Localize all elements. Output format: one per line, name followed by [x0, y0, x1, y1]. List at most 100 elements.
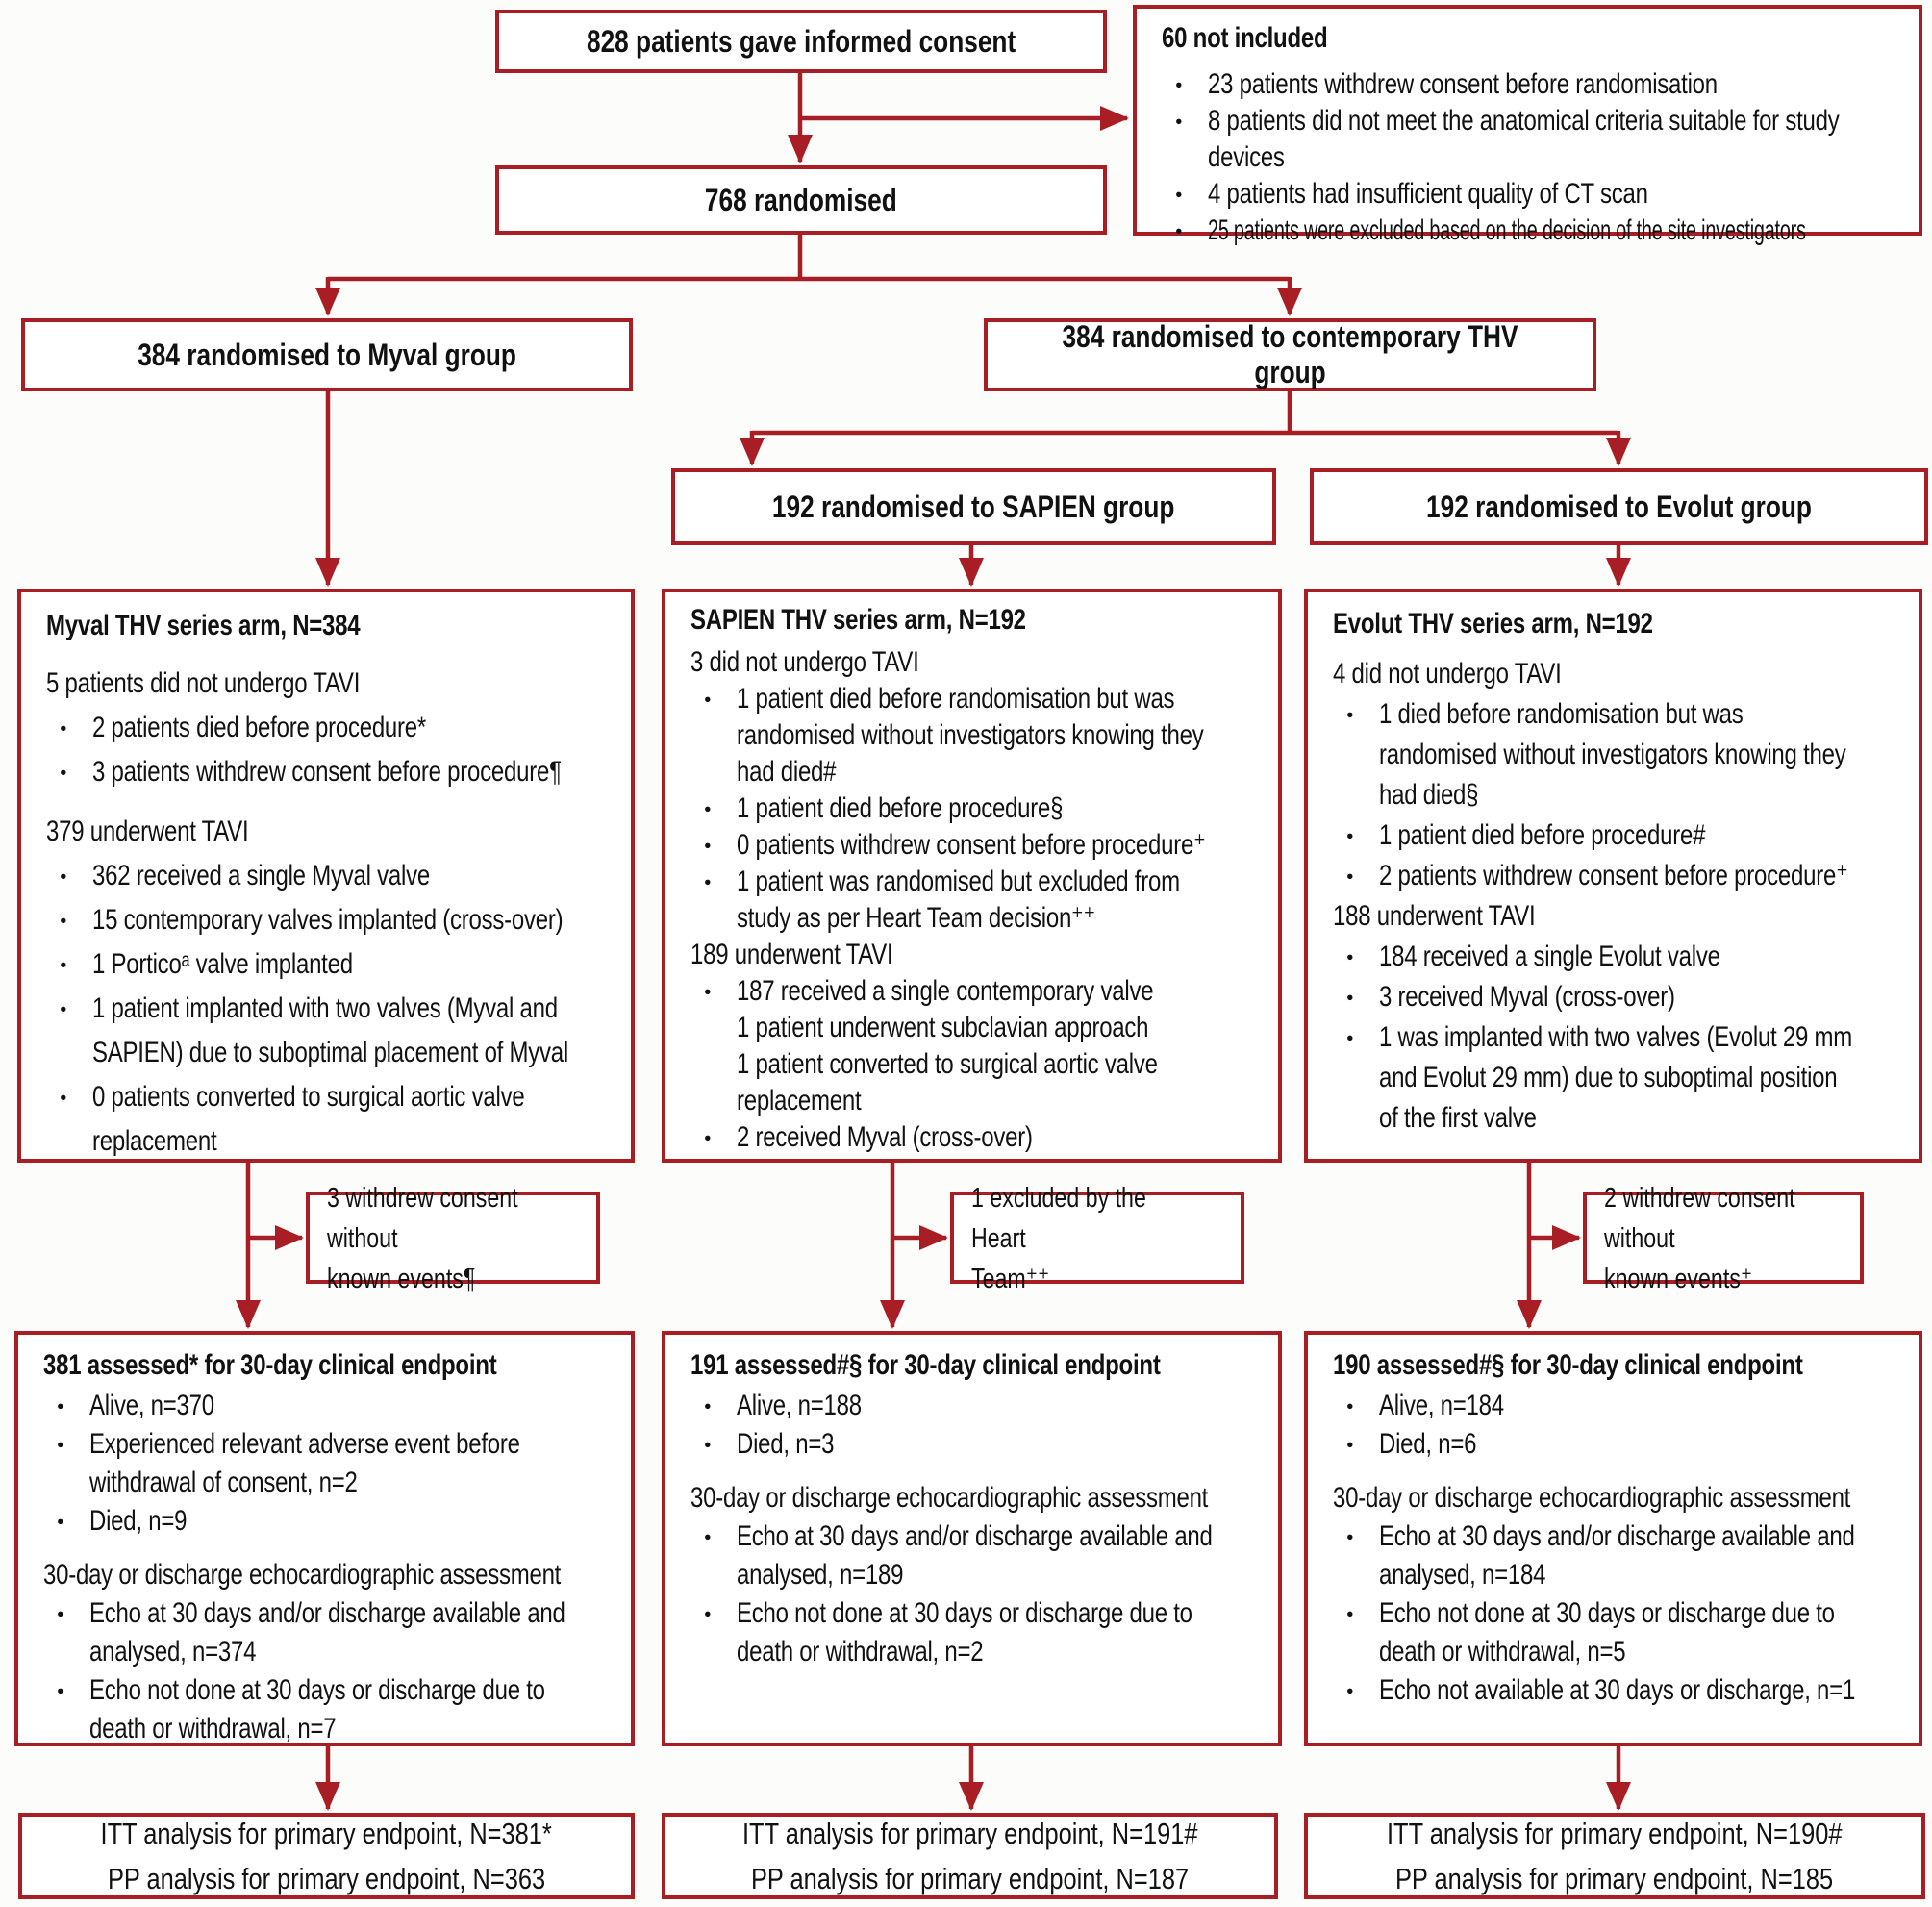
contemporary-group-label: 384 randomised to contemporary THV group: [1062, 319, 1518, 389]
list-item: 188 underwent TAVI: [1333, 900, 1536, 932]
list-item: 1 patient converted to surgical aortic v…: [737, 1048, 1158, 1117]
list-item: 0 patients withdrew consent before proce…: [690, 827, 1259, 864]
list-item: Alive, n=188: [690, 1387, 1259, 1425]
list-item: 25 patients were excluded based on the d…: [1162, 213, 1899, 249]
sapien-side-note: 1 excluded by the Heart Team⁺⁺: [971, 1183, 1146, 1294]
list-item: 189 underwent TAVI: [690, 939, 893, 970]
not-included-title: 60 not included: [1162, 22, 1328, 54]
list-item: 0 patients converted to surgical aortic …: [46, 1075, 612, 1164]
evolut-side-note-box: 2 withdrew consent without known events⁺: [1583, 1183, 1864, 1294]
randomised-box: 768 randomised: [495, 165, 1107, 235]
list-item: 379 underwent TAVI: [46, 815, 249, 847]
list-item: Died, n=9: [43, 1502, 612, 1541]
list-item: 1 died before randomisation but was rand…: [1333, 694, 1899, 815]
list-item: 1 was implanted with two valves (Evolut …: [1333, 1017, 1899, 1139]
list-item: Died, n=6: [1333, 1425, 1899, 1464]
myval-group-label: 384 randomised to Myval group: [138, 337, 516, 372]
list-item: 5 patients did not undergo TAVI: [46, 667, 361, 699]
sapien-group-label: 192 randomised to SAPIEN group: [772, 489, 1175, 524]
list-item: 3 did not undergo TAVI: [690, 646, 919, 678]
list-item: 30-day or discharge echocardiographic as…: [1333, 1482, 1851, 1514]
sapien-arm-box: SAPIEN THV series arm, N=192 3 did not u…: [662, 589, 1282, 1163]
list-item: 184 received a single Evolut valve: [1333, 937, 1899, 977]
list-item: 2 patients died before procedure*: [46, 706, 612, 750]
not-included-box: 60 not included 23 patients withdrew con…: [1133, 5, 1922, 249]
myval-side-note-box: 3 withdrew consent without known events¶: [306, 1183, 600, 1294]
list-item: 362 received a single Myval valve: [46, 854, 612, 898]
list-item: 3 patients withdrew consent before proce…: [46, 750, 612, 794]
myval-arm-lines: 5 patients did not undergo TAVI 2 patien…: [46, 662, 612, 1164]
analysis-line: PP analysis for primary endpoint, N=187: [750, 1862, 1190, 1895]
sapien-analysis-box: ITT analysis for primary endpoint, N=191…: [662, 1813, 1278, 1899]
list-item: Echo at 30 days and/or discharge availab…: [690, 1518, 1259, 1594]
list-item: 1 patient was randomised but excluded fr…: [690, 864, 1259, 937]
evolut-assessed-title: 190 assessed#§ for 30-day clinical endpo…: [1333, 1349, 1803, 1381]
list-item: 1 patient died before procedure§: [690, 790, 1259, 827]
evolut-arm-box: Evolut THV series arm, N=192 4 did not u…: [1304, 589, 1922, 1163]
list-item: 30-day or discharge echocardiographic as…: [690, 1482, 1209, 1514]
list-item: 1 patient underwent subclavian approach: [737, 1012, 1149, 1043]
list-item: Alive, n=184: [1333, 1387, 1899, 1425]
analysis-line: PP analysis for primary endpoint, N=363: [107, 1862, 546, 1895]
evolut-assessed-box: 190 assessed#§ for 30-day clinical endpo…: [1304, 1331, 1922, 1746]
list-item: Echo not done at 30 days or discharge du…: [1333, 1594, 1899, 1671]
myval-arm-box: Myval THV series arm, N=384 5 patients d…: [17, 589, 635, 1163]
list-item: 2 received Myval (cross-over): [690, 1119, 1259, 1156]
myval-group-box: 384 randomised to Myval group: [21, 318, 633, 391]
list-item: 1 patient implanted with two valves (Myv…: [46, 987, 612, 1075]
sapien-assessed-lines: Alive, n=188 Died, n=3 30-day or dischar…: [690, 1387, 1259, 1671]
evolut-arm-title: Evolut THV series arm, N=192: [1333, 608, 1653, 640]
list-item: Alive, n=370: [43, 1387, 612, 1425]
list-item: 3 received Myval (cross-over): [1333, 977, 1899, 1017]
sapien-side-note-box: 1 excluded by the Heart Team⁺⁺: [950, 1183, 1244, 1294]
list-item: 1 patient died before randomisation but …: [690, 681, 1259, 790]
list-item: 15 contemporary valves implanted (cross-…: [46, 898, 612, 942]
list-item: Experienced relevant adverse event befor…: [43, 1425, 612, 1502]
list-item: 8 patients did not meet the anatomical c…: [1162, 103, 1899, 176]
myval-assessed-box: 381 assessed* for 30-day clinical endpoi…: [14, 1331, 635, 1746]
list-item: Echo not done at 30 days or discharge du…: [43, 1671, 612, 1748]
list-item: 30-day or discharge echocardiographic as…: [43, 1559, 562, 1591]
sapien-group-box: 192 randomised to SAPIEN group: [671, 468, 1276, 545]
list-item: 1 patient died before procedure#: [1333, 815, 1899, 856]
sapien-analysis-lines: ITT analysis for primary endpoint, N=191…: [692, 1811, 1248, 1901]
list-item: Echo at 30 days and/or discharge availab…: [1333, 1518, 1899, 1594]
sapien-arm-title: SAPIEN THV series arm, N=192: [690, 604, 1026, 636]
list-item: 23 patients withdrew consent before rand…: [1162, 66, 1899, 103]
list-item: 4 patients had insufficient quality of C…: [1162, 176, 1899, 213]
myval-arm-title: Myval THV series arm, N=384: [46, 610, 361, 641]
analysis-line: ITT analysis for primary endpoint, N=191…: [741, 1817, 1198, 1850]
evolut-group-box: 192 randomised to Evolut group: [1310, 468, 1928, 545]
evolut-analysis-box: ITT analysis for primary endpoint, N=190…: [1304, 1813, 1925, 1899]
not-included-list: 23 patients withdrew consent before rand…: [1162, 66, 1899, 249]
evolut-group-label: 192 randomised to Evolut group: [1426, 489, 1812, 524]
list-item: Echo not done at 30 days or discharge du…: [690, 1594, 1259, 1671]
list-item: Died, n=3: [690, 1425, 1259, 1464]
evolut-arm-lines: 4 did not undergo TAVI 1 died before ran…: [1333, 654, 1899, 1139]
contemporary-group-box: 384 randomised to contemporary THV group: [984, 318, 1596, 391]
myval-analysis-lines: ITT analysis for primary endpoint, N=381…: [51, 1811, 601, 1901]
analysis-line: ITT analysis for primary endpoint, N=381…: [100, 1817, 553, 1850]
evolut-assessed-lines: Alive, n=184 Died, n=6 30-day or dischar…: [1333, 1387, 1899, 1710]
list-item: 187 received a single contemporary valve: [690, 973, 1259, 1010]
list-item: 4 did not undergo TAVI: [1333, 658, 1562, 690]
evolut-analysis-lines: ITT analysis for primary endpoint, N=190…: [1337, 1811, 1893, 1901]
list-item: 2 patients withdrew consent before proce…: [1333, 856, 1899, 896]
consent-label: 828 patients gave informed consent: [586, 23, 1016, 59]
myval-side-note: 3 withdrew consent without known events¶: [327, 1183, 518, 1294]
myval-assessed-title: 381 assessed* for 30-day clinical endpoi…: [43, 1349, 497, 1381]
randomised-label: 768 randomised: [705, 182, 897, 217]
evolut-side-note: 2 withdrew consent without known events⁺: [1604, 1183, 1795, 1294]
myval-analysis-box: ITT analysis for primary endpoint, N=381…: [18, 1813, 635, 1899]
sapien-assessed-title: 191 assessed#§ for 30-day clinical endpo…: [690, 1349, 1161, 1381]
list-item: 1 Porticoᵃ valve implanted: [46, 942, 612, 987]
sapien-arm-lines: 3 did not undergo TAVI 1 patient died be…: [690, 644, 1259, 1156]
list-item: Echo not available at 30 days or dischar…: [1333, 1671, 1899, 1710]
sapien-assessed-box: 191 assessed#§ for 30-day clinical endpo…: [662, 1331, 1282, 1746]
list-item: Echo at 30 days and/or discharge availab…: [43, 1594, 612, 1671]
analysis-line: PP analysis for primary endpoint, N=185: [1395, 1862, 1834, 1895]
consent-box: 828 patients gave informed consent: [495, 10, 1107, 73]
myval-assessed-lines: Alive, n=370 Experienced relevant advers…: [43, 1387, 612, 1748]
